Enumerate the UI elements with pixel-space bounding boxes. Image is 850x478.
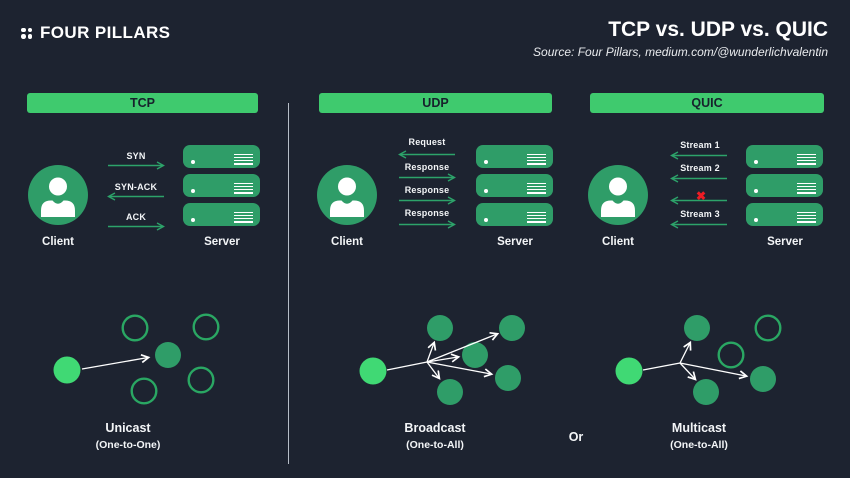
four-dots-icon [21,27,32,39]
arrow-left-icon [670,220,727,229]
arrow-left-icon [670,151,727,160]
server-icon [476,174,553,197]
multicast-title: Multicast [671,421,727,435]
server-label: Server [497,236,533,248]
server-icon [746,145,823,168]
multicast-subtitle: (One-to-All) [670,439,728,451]
message-label: Response [404,185,450,195]
message-label: Stream 2 [680,163,720,173]
multicast-diagram [615,314,782,405]
message-label: Response [404,208,450,218]
source-attribution: Source: Four Pillars, medium.com/@wunder… [533,45,828,59]
arrow-left-icon [107,192,164,201]
server-icon [476,203,553,226]
server-icon [476,145,553,168]
message-label: Request [408,137,446,147]
server-label: Server [204,236,240,248]
or-label: Or [568,430,584,444]
message-label: Stream 1 [680,140,720,150]
server-stack [476,145,553,232]
broadcast-title: Broadcast [404,421,466,435]
server-icon [183,203,260,226]
udp-header: UDP [319,93,552,113]
client-label: Client [331,236,363,248]
vertical-divider [288,103,289,464]
brand-logo: FOUR PILLARS [21,23,170,43]
server-stack [746,145,823,232]
brand-name: FOUR PILLARS [40,23,171,42]
arrow-left-blocked-icon [670,196,727,205]
tcp-header: TCP [27,93,258,113]
arrow-right-icon [108,222,165,231]
client-label: Client [602,236,634,248]
arrow-left-icon [670,174,727,183]
arrow-left-icon [398,150,455,159]
server-label: Server [767,236,803,248]
message-label: Stream 3 [680,209,720,219]
server-icon [746,203,823,226]
server-icon [183,145,260,168]
page-title: TCP vs. UDP vs. QUIC [608,18,828,41]
quic-header: QUIC [590,93,824,113]
broadcast-subtitle: (One-to-All) [406,439,464,451]
unicast-diagram [53,313,220,405]
message-label: SYN [126,151,146,161]
message-label: ACK [125,212,147,222]
message-label: Response [404,162,450,172]
unicast-title: Unicast [105,421,151,435]
arrow-right-icon [108,161,165,170]
arrow-right-icon [399,220,456,229]
message-label: SYN-ACK [114,182,158,192]
client-person-icon [317,165,377,225]
server-icon [746,174,823,197]
unicast-subtitle: (One-to-One) [95,439,161,451]
client-label: Client [42,236,74,248]
arrow-right-icon [399,173,456,182]
arrow-right-icon [399,196,456,205]
server-icon [183,174,260,197]
client-person-icon [28,165,88,225]
client-person-icon [588,165,648,225]
blocked-x-icon: ✖ [695,189,707,203]
broadcast-diagram [359,315,525,405]
server-stack [183,145,260,232]
